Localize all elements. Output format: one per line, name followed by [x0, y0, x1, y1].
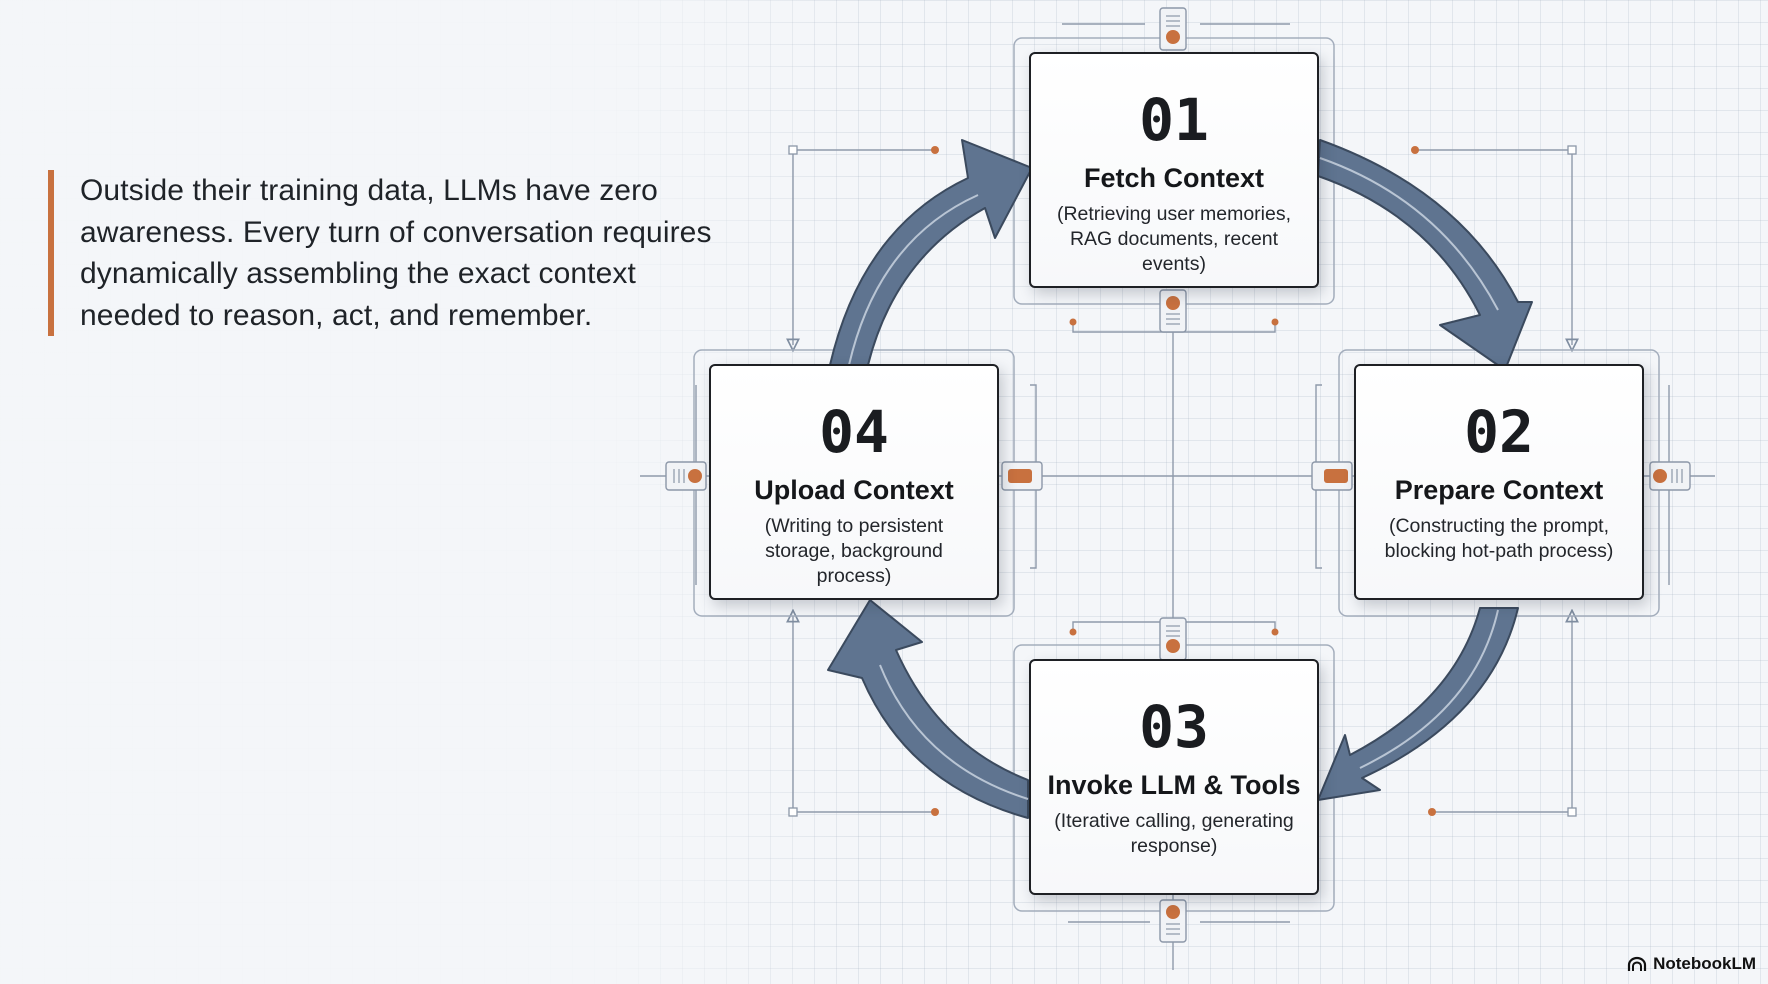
step-number: 02: [1464, 398, 1534, 466]
step-description: (Retrieving user memories, RAG documents…: [1056, 203, 1292, 275]
arrow-03-to-04: [827, 599, 1029, 819]
step-card-04: 04 Upload Context (Writing to persistent…: [709, 364, 999, 600]
step-number: 01: [1139, 86, 1209, 154]
step-number: 04: [819, 398, 889, 466]
step-card-01: 01 Fetch Context (Retrieving user memori…: [1029, 52, 1319, 288]
brand-label: NotebookLM: [1653, 954, 1756, 973]
step-title: Prepare Context: [1394, 475, 1604, 505]
step-title: Fetch Context: [1083, 163, 1264, 193]
notebooklm-brand: NotebookLM: [1627, 954, 1756, 974]
step-description: (Constructing the prompt, blocking hot-p…: [1384, 515, 1614, 562]
step-title: Invoke LLM & Tools: [1047, 770, 1301, 800]
step-description: (Writing to persistent storage, backgrou…: [764, 515, 944, 587]
arrow-02-to-03: [1317, 607, 1519, 801]
intro-paragraph: Outside their training data, LLMs have z…: [48, 170, 720, 336]
notebooklm-logo-icon: [1627, 956, 1647, 971]
arrow-04-to-01: [829, 139, 1033, 366]
step-title: Upload Context: [754, 475, 954, 505]
step-description: (Iterative calling, generating response): [1054, 810, 1294, 857]
arrow-highlights: [848, 157, 1499, 800]
arrow-01-to-02: [1317, 139, 1533, 371]
step-number: 03: [1139, 693, 1209, 761]
step-card-03: 03 Invoke LLM & Tools (Iterative calling…: [1029, 659, 1319, 895]
step-card-02: 02 Prepare Context (Constructing the pro…: [1354, 364, 1644, 600]
